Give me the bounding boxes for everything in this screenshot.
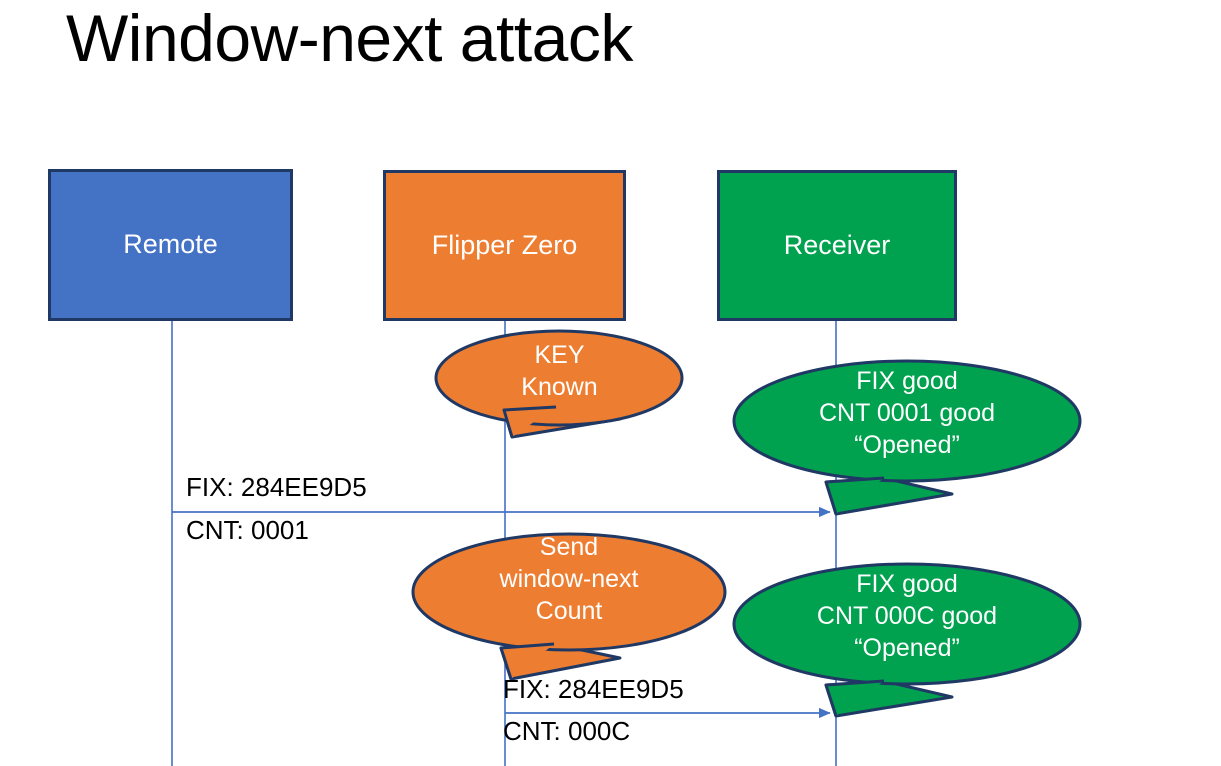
actor-label-receiver: Receiver: [783, 229, 891, 260]
speech-bubble-receiver-good-000C: [732, 562, 1082, 718]
speech-bubble-key-known: [434, 329, 684, 439]
actor-box-receiver[interactable]: Receiver: [717, 170, 957, 321]
speech-bubble-receiver-good-0001: [732, 359, 1082, 516]
speech-bubble-send-window-next: [411, 532, 727, 681]
message-label-cnt-1: CNT: 0001: [186, 515, 309, 545]
actor-box-remote[interactable]: Remote: [48, 169, 293, 321]
actor-box-flipper-zero[interactable]: Flipper Zero: [383, 170, 626, 321]
actor-label-remote: Remote: [123, 229, 218, 260]
page-title: Window-next attack: [66, 1, 633, 75]
message-label-fix-2: FIX: 284EE9D5: [503, 674, 684, 704]
actor-label-flipper-zero: Flipper Zero: [431, 229, 578, 260]
message-label-cnt-2: CNT: 000C: [503, 716, 631, 746]
message-label-fix-1: FIX: 284EE9D5: [186, 472, 367, 502]
